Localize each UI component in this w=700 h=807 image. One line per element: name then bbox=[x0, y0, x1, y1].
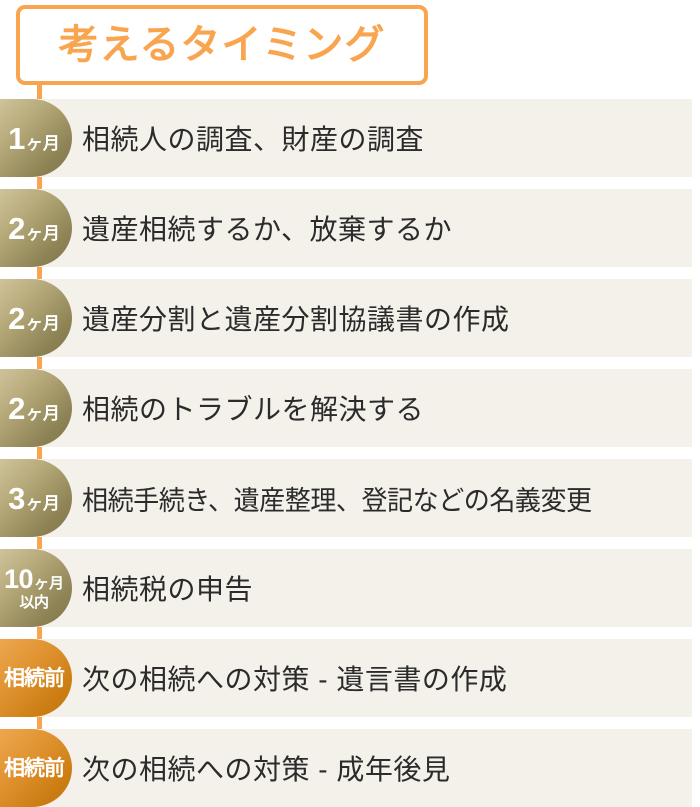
badge-word: 相続前 bbox=[4, 666, 65, 690]
page-title: 考えるタイミング bbox=[58, 23, 386, 67]
timeline-row-background bbox=[42, 279, 692, 357]
badge-word: 相続前 bbox=[4, 756, 65, 780]
timeline-connector-stub bbox=[37, 85, 42, 99]
badge-unit: ヶ月 bbox=[25, 133, 60, 153]
timeline-gap bbox=[0, 627, 700, 639]
timeline-row-background bbox=[42, 639, 692, 717]
timeline-connector-dash bbox=[37, 267, 42, 279]
timeline-row-background bbox=[42, 729, 692, 807]
timeline-period-badge: 相続前 bbox=[0, 639, 72, 717]
timeline-connector-dash bbox=[37, 357, 42, 369]
badge-number: 2 bbox=[8, 210, 25, 246]
header-box: 考えるタイミング bbox=[16, 5, 428, 85]
timeline-row-background bbox=[42, 99, 692, 177]
timeline-gap bbox=[0, 267, 700, 279]
badge-number: 2 bbox=[8, 390, 25, 426]
timeline-gap bbox=[0, 537, 700, 549]
timeline-row-background bbox=[42, 189, 692, 267]
timeline-connector-dash bbox=[37, 717, 42, 729]
timeline-row-background bbox=[42, 549, 692, 627]
timeline-connector-dash bbox=[37, 627, 42, 639]
timeline-row-background bbox=[42, 369, 692, 447]
timeline-row-label: 遺産相続するか、放棄するか bbox=[82, 214, 452, 245]
badge-unit: ヶ月 bbox=[25, 493, 60, 513]
timeline-row-label: 次の相続への対策 - 遺言書の作成 bbox=[82, 664, 508, 695]
header-section: 考えるタイミング bbox=[0, 0, 700, 99]
timeline-row-background bbox=[42, 459, 692, 537]
timeline-gap bbox=[0, 357, 700, 369]
timeline-row[interactable]: 相続前次の相続への対策 - 遺言書の作成 bbox=[0, 639, 700, 717]
badge-unit: ヶ月 bbox=[25, 403, 60, 423]
timeline-row-label: 遺産分割と遺産分割協議書の作成 bbox=[82, 304, 510, 335]
timeline-row-label: 相続手続き、遺産整理、登記などの名義変更 bbox=[82, 485, 592, 516]
badge-content: 相続前 bbox=[4, 756, 65, 780]
timeline-connector-dash bbox=[37, 537, 42, 549]
timeline-row-label: 相続税の申告 bbox=[82, 574, 254, 605]
timeline-gap bbox=[0, 717, 700, 729]
timeline-connector-dash bbox=[37, 447, 42, 459]
badge-content: 相続前 bbox=[4, 666, 65, 690]
badge-number: 10 bbox=[3, 564, 34, 594]
timeline-row-label: 相続のトラブルを解決する bbox=[82, 394, 425, 425]
badge-number: 3 bbox=[8, 480, 25, 516]
timeline-period-badge: 相続前 bbox=[0, 729, 72, 807]
badge-number: 2 bbox=[8, 300, 25, 336]
timeline-row[interactable]: 相続前次の相続への対策 - 成年後見 bbox=[0, 729, 700, 807]
badge-unit: ヶ月 bbox=[25, 313, 60, 333]
timeline-gap bbox=[0, 447, 700, 459]
badge-unit: ヶ月 bbox=[34, 575, 65, 592]
timeline-row-label: 相続人の調査、財産の調査 bbox=[82, 124, 425, 155]
timeline-row-label: 次の相続への対策 - 成年後見 bbox=[82, 754, 451, 785]
badge-number: 1 bbox=[8, 120, 25, 156]
timeline-gap bbox=[0, 177, 700, 189]
timeline-connector-dash bbox=[37, 177, 42, 189]
badge-subtext: 以内 bbox=[19, 594, 49, 611]
badge-unit: ヶ月 bbox=[25, 223, 60, 243]
